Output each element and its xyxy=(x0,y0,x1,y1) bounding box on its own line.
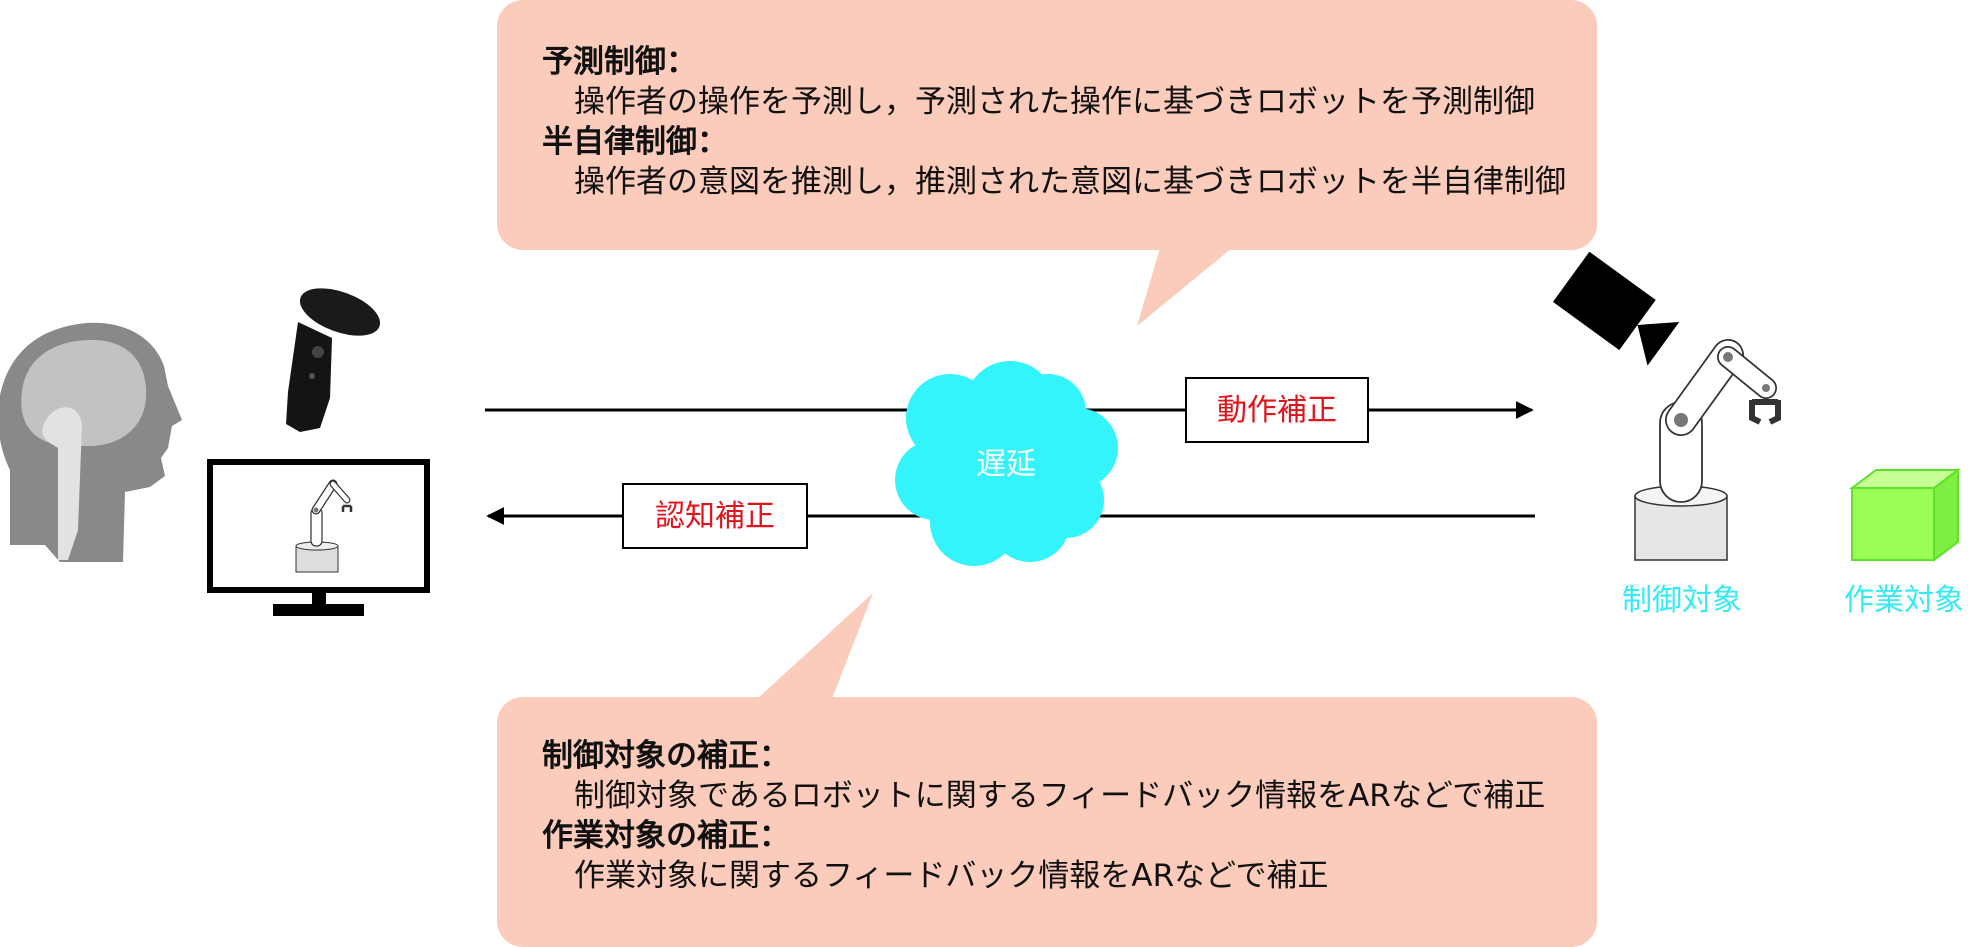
delay-label: 遅延 xyxy=(976,447,1036,482)
motion-correction-box: 動作補正 xyxy=(1185,377,1369,443)
video-camera-icon xyxy=(1552,251,1680,366)
predictive-control-title: 予測制御： xyxy=(542,44,697,80)
bottom-callout xyxy=(497,593,1597,947)
work-object-correction-title: 作業対象の補正： xyxy=(542,818,790,854)
cube-icon xyxy=(1849,468,1961,562)
work-object-label: 作業対象 xyxy=(1844,583,1964,618)
semi-autonomous-control-title: 半自律制御： xyxy=(542,124,728,160)
delay-cloud: 遅延 xyxy=(895,361,1118,566)
cognition-correction-box: 認知補正 xyxy=(622,483,808,549)
controlled-object-label: 制御対象 xyxy=(1622,583,1742,618)
motion-correction-label: 動作補正 xyxy=(1217,393,1337,428)
work-object-correction-body: 作業対象に関するフィードバック情報をARなどで補正 xyxy=(574,858,1329,894)
semi-autonomous-control-body: 操作者の意図を推測し，推測された意図に基づきロボットを半自律制御 xyxy=(574,164,1566,200)
predictive-control-body: 操作者の操作を予測し，予測された操作に基づきロボットを予測制御 xyxy=(574,84,1535,120)
controlled-object-correction-body: 制御対象であるロボットに関するフィードバック情報をARなどで補正 xyxy=(574,778,1546,814)
robot-arm-icon xyxy=(1634,339,1781,561)
human-head-brain-icon xyxy=(0,322,182,562)
monitor-robot-arm-icon xyxy=(295,479,353,573)
top-callout-text: 予測制御： 操作者の操作を予測し，予測された操作に基づきロボットを予測制御 半自… xyxy=(542,42,1566,202)
cognition-correction-label: 認知補正 xyxy=(655,499,775,534)
monitor-icon xyxy=(207,459,430,616)
top-callout xyxy=(497,0,1597,326)
vr-controller-icon xyxy=(286,288,381,432)
bottom-callout-text: 制御対象の補正： 制御対象であるロボットに関するフィードバック情報をARなどで補… xyxy=(542,736,1545,896)
controlled-object-correction-title: 制御対象の補正： xyxy=(542,738,790,774)
